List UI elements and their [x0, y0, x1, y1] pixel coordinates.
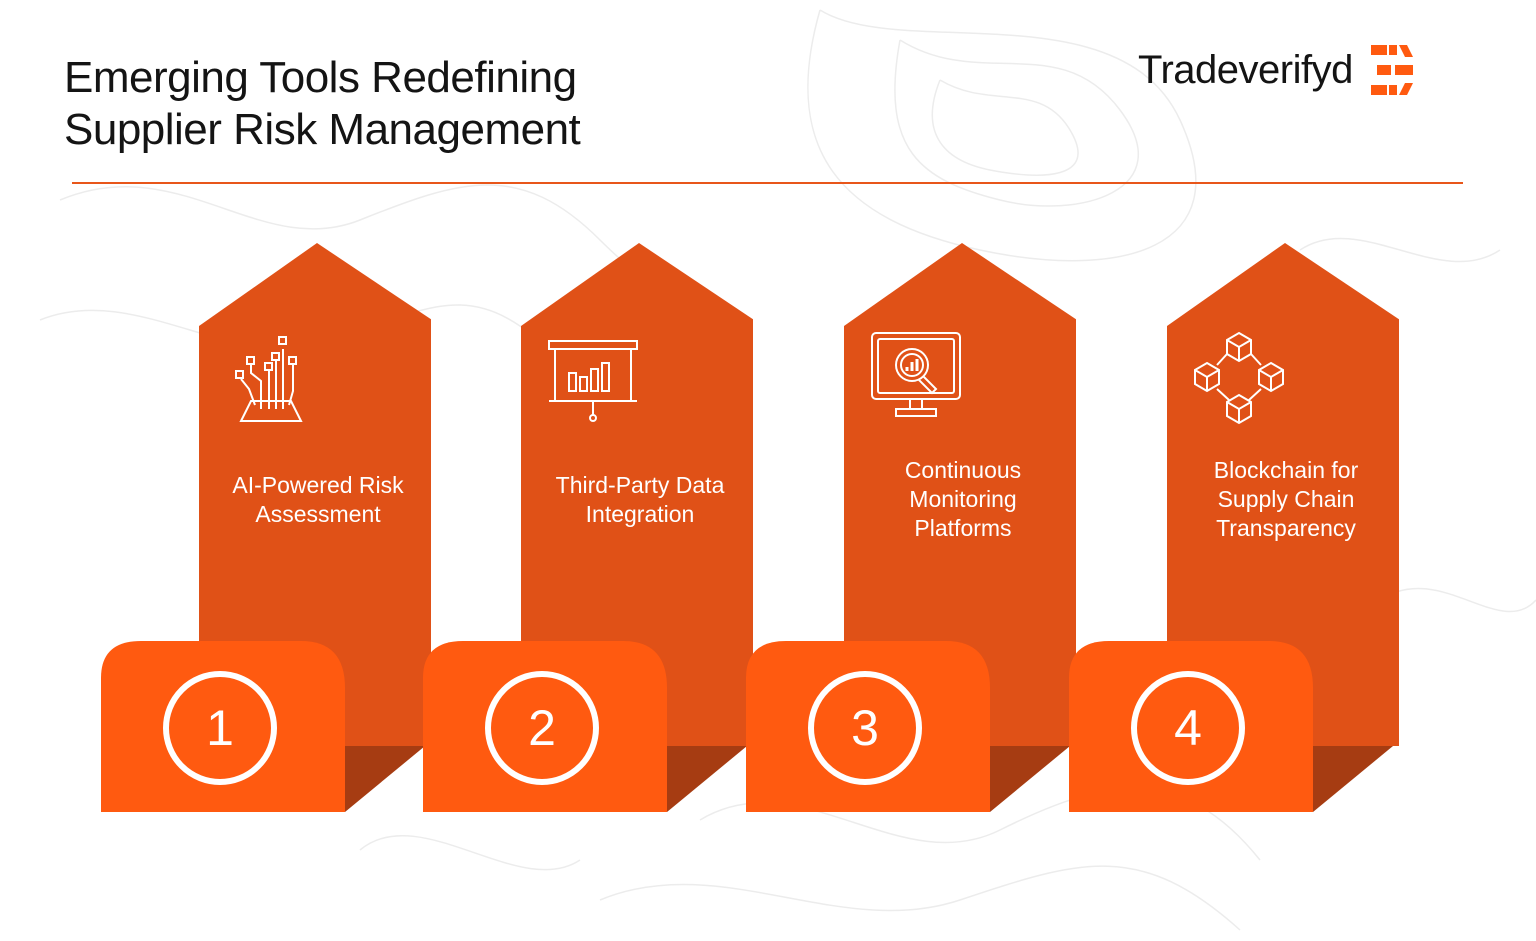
header-divider [72, 182, 1463, 184]
step-3-number: 3 [808, 671, 922, 785]
page-title: Emerging Tools Redefining Supplier Risk … [64, 52, 581, 156]
ai-circuit-icon [235, 336, 303, 422]
step-2-arrow [521, 243, 753, 746]
step-1-label-line-2: Assessment [255, 501, 381, 527]
step-2-label-line-1: Third-Party Data [555, 472, 725, 498]
blockchain-cubes-icon [1194, 331, 1284, 425]
step-1-arrow [199, 243, 431, 746]
step-4-label-line-1: Blockchain for [1213, 457, 1359, 483]
step-4-label-line-3: Transparency [1216, 515, 1356, 541]
step-4: Blockchain for Supply Chain Transparency… [1069, 243, 1399, 813]
step-4-label-line-2: Supply Chain [1217, 486, 1355, 512]
brand-name: Tradeverifyd [1138, 47, 1353, 92]
monitor-search-icon [871, 332, 961, 417]
step-1-label-line-1: AI-Powered Risk [232, 472, 404, 498]
step-2-block-shadow [667, 746, 747, 812]
brand: Tradeverifyd [1138, 42, 1415, 98]
step-1-block-shadow [345, 746, 425, 812]
step-2-label: Third-Party Data Integration [521, 471, 759, 529]
step-2: Third-Party Data Integration 2 [423, 243, 753, 813]
step-2-label-line-2: Integration [585, 501, 695, 527]
brand-logo-icon [1370, 45, 1413, 95]
title-line-2: Supplier Risk Management [64, 105, 581, 154]
step-4-label: Blockchain for Supply Chain Transparency [1167, 456, 1405, 543]
step-2-shape [423, 243, 753, 812]
title-line-1: Emerging Tools Redefining [64, 53, 577, 102]
step-3: Continuous Monitoring Platforms 3 [746, 243, 1076, 813]
step-3-label-line-1: Continuous [904, 457, 1022, 483]
step-3-label-line-2: Monitoring [909, 486, 1017, 512]
step-3-label-line-3: Platforms [914, 515, 1012, 541]
step-3-label: Continuous Monitoring Platforms [844, 456, 1082, 543]
step-4-arrow [1167, 243, 1399, 746]
step-2-number: 2 [485, 671, 599, 785]
step-1-label: AI-Powered Risk Assessment [199, 471, 437, 529]
step-1-number: 1 [163, 671, 277, 785]
step-1: AI-Powered Risk Assessment 1 [101, 243, 431, 813]
step-4-number: 4 [1131, 671, 1245, 785]
step-3-block-shadow [990, 746, 1070, 812]
presentation-chart-icon [548, 340, 638, 422]
step-4-block-shadow [1313, 746, 1393, 812]
